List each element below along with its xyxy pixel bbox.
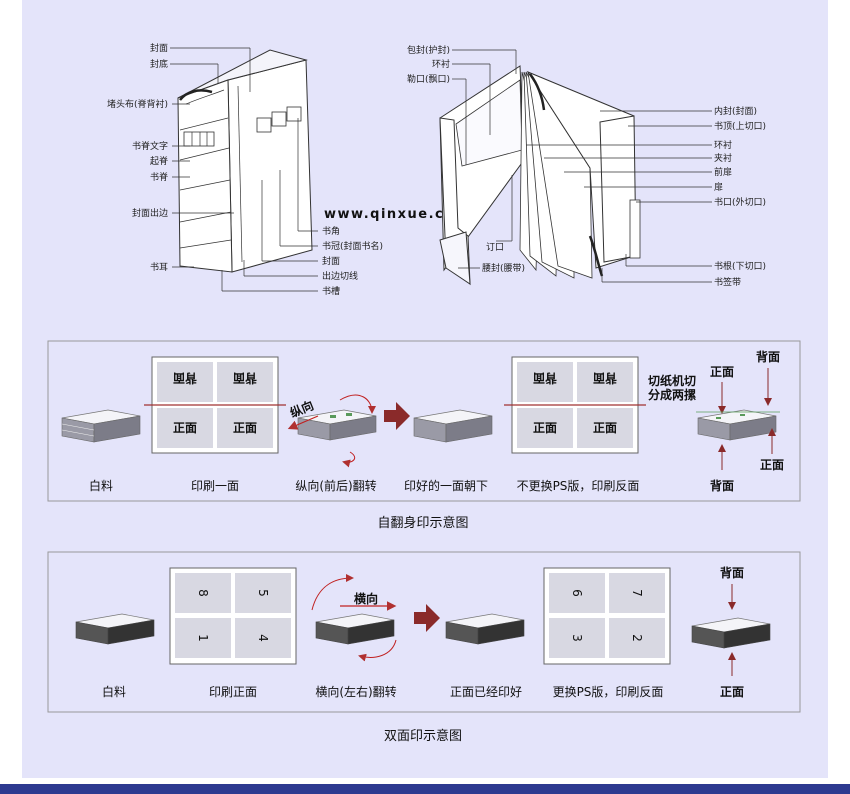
left-book-illustration: [177, 49, 313, 273]
duplex-final-stack: [691, 584, 771, 676]
duplex-caption: 双面印示意图: [384, 728, 462, 744]
split-stack-bottom-label: 背面: [710, 478, 734, 493]
label-tail-edge: 书根(下切口): [714, 260, 766, 272]
duplex-step-2: 印刷正面: [209, 685, 257, 699]
label-book-corner: 书角: [322, 225, 340, 237]
self-turn-caption: 自翻身印示意图: [377, 515, 468, 531]
left-book-leader-lines: [170, 47, 318, 292]
duplex-stack-bottom-label: 正面: [720, 685, 744, 699]
label-ribbon: 书签带: [714, 276, 741, 288]
label-endpaper: 环衬: [432, 58, 450, 70]
right-book-illustration: [439, 65, 641, 286]
duplex-plate2-page-tr: 7: [630, 589, 644, 597]
self-turn-plate-2: 背面 背面 正面 正面: [504, 356, 646, 454]
plate2-back-left: 背面: [533, 371, 557, 386]
label-groove: 书槽: [322, 285, 340, 297]
plate2-front-left: 正面: [533, 421, 557, 435]
label-gutter: 订口: [486, 242, 504, 253]
plate1-back-right: 背面: [233, 371, 257, 386]
label-book-ear: 书耳: [150, 262, 168, 273]
cutter-label-2: 分成两摞: [648, 387, 696, 402]
label-title-page: 扉: [714, 181, 723, 193]
label-back-cover: 封底: [150, 58, 168, 70]
plate1-front-right: 正面: [233, 421, 257, 435]
label-spine-text: 书脊文字: [132, 140, 168, 152]
label-fore-edge: 书口(外切口): [714, 196, 766, 208]
plate2-front-right: 正面: [593, 421, 617, 435]
label-headband: 堵头布(脊背衬): [107, 98, 168, 110]
self-turn-facedown-stack: [413, 409, 493, 443]
label-inner-cover: 内封(封面): [714, 105, 757, 117]
label-raised-band: 起脊: [150, 155, 168, 167]
label-flap: 勒口(飘口): [407, 73, 450, 85]
self-turn-blank-stack: [61, 409, 141, 443]
self-turn-split-stack: [696, 368, 780, 470]
left-book-labels: 封面 封底 堵头布(脊背衬) 书脊文字 起脊 书脊 封面出边 书耳 书角 书冠(…: [107, 42, 383, 297]
duplex-plate2-page-bl: 3: [570, 634, 584, 642]
self-turn-step-5: 不更换PS版，印刷反面: [517, 479, 640, 493]
label-head-edge: 书顶(上切口): [714, 121, 766, 132]
cutter-label-1: 切纸机切: [648, 373, 696, 388]
duplex-plate2-page-tl: 6: [570, 589, 584, 597]
self-turn-step-4: 印好的一面朝下: [404, 478, 488, 493]
duplex-step-4: 正面已经印好: [450, 685, 522, 699]
label-spine: 书脊: [150, 171, 168, 183]
duplex-step-5: 更换PS版，印刷反面: [553, 685, 664, 699]
duplex-flip-stack: [311, 574, 397, 662]
duplex-plate2-page-br: 2: [630, 634, 644, 642]
label-cover: 封面: [150, 42, 168, 54]
plate1-back-left: 背面: [173, 371, 197, 386]
label-trim-line: 出边切线: [322, 270, 358, 282]
plate2-back-right: 背面: [593, 371, 617, 386]
duplex-plate1-page-br: 4: [256, 634, 270, 642]
duplex-stack-top-label: 背面: [720, 565, 744, 580]
split-stack-front-right-label: 正面: [760, 458, 784, 472]
duplex-frame: [47, 551, 801, 713]
label-front-title-page: 前扉: [714, 166, 732, 178]
label-endpaper-2: 环衬: [714, 139, 732, 151]
duplex-step-1: 白料: [102, 684, 126, 699]
right-book-labels: 包封(护封) 环衬 勒口(飘口) 内封(封面) 书顶(上切口) 环衬 夹衬 前扉…: [407, 44, 766, 288]
duplex-blank-stack: [75, 613, 155, 645]
duplex-plate1-page-tr: 5: [256, 589, 270, 597]
duplex-plate1-page-bl: 1: [196, 634, 210, 642]
plate1-front-left: 正面: [173, 421, 197, 435]
duplex-step-3: 横向(左右)翻转: [315, 684, 396, 699]
duplex-plate1-page-tl: 8: [196, 589, 210, 597]
label-interleaf: 夹衬: [714, 152, 732, 164]
label-cover-overhang: 封面出边: [132, 207, 168, 219]
right-book-leader-lines: [452, 49, 712, 283]
duplex-arrow: [414, 604, 440, 632]
duplex-plate-1: 8 5 1 4: [169, 567, 297, 665]
watermark: www.qinxue.com: [324, 207, 470, 222]
label-cover-title: 书冠(封面书名): [322, 240, 383, 252]
duplex-printed-stack: [445, 613, 525, 645]
self-turn-step-1: 白料: [89, 478, 113, 493]
duplex-direction-tag: 横向: [354, 591, 378, 606]
bottom-bar: [0, 784, 850, 794]
label-dust-jacket: 包封(护封): [407, 44, 450, 56]
self-turn-plate-1: 背面 背面 正面 正面: [144, 356, 286, 454]
label-belly-band: 腰封(腰带): [482, 262, 525, 274]
self-turn-arrow: [384, 402, 410, 430]
self-turn-step-2: 印刷一面: [191, 479, 239, 493]
duplex-plate-2: 6 7 3 2: [543, 567, 671, 665]
label-cover-2: 封面: [322, 255, 340, 267]
self-turn-step-3: 纵向(前后)翻转: [295, 478, 376, 493]
split-stack-front-label: 正面: [710, 365, 734, 379]
split-stack-top-label: 背面: [756, 349, 780, 364]
